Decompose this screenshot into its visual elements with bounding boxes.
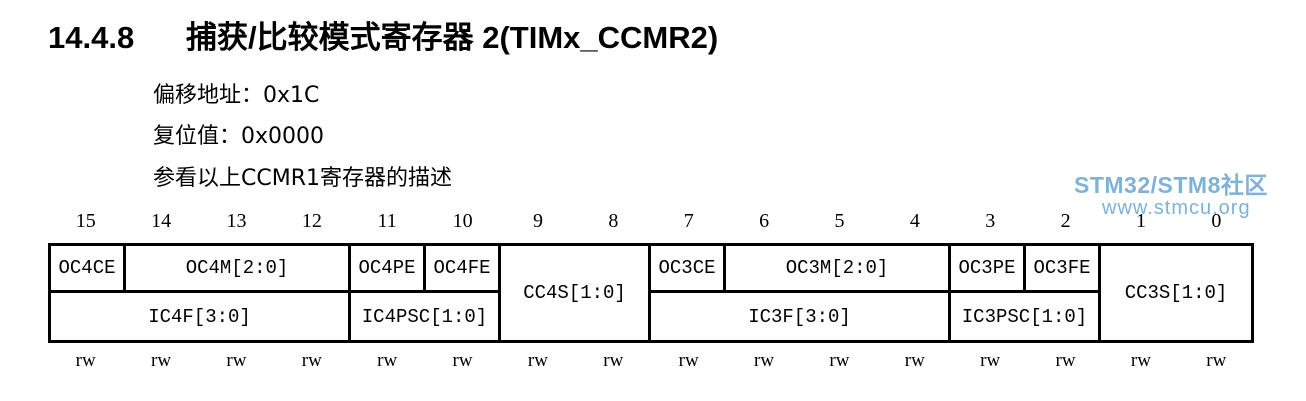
access-type: rw [452,350,473,371]
watermark-brand: STM32/STM8社区 [1074,172,1268,198]
section-heading: 14.4.8 捕获/比较模式寄存器 2(TIMx_CCMR2) [48,18,718,58]
access-type: rw [1130,350,1151,371]
bit-number: 2 [1060,210,1071,232]
bit-number: 14 [151,210,172,232]
bit-number: 1 [1135,210,1146,232]
bit-number: 3 [985,210,996,232]
bit-number: 8 [608,210,619,232]
bit-number: 6 [759,210,770,232]
access-type: rw [75,350,96,371]
access-type: rw [151,350,172,371]
description-note: 参看以上CCMR1寄存器的描述 [153,166,452,191]
access-type: rw [377,350,398,371]
field-oc3pe: OC3PE [951,246,1026,293]
bit-number: 4 [909,210,920,232]
register-bitfield-table: OC4CE OC4M[2:0] OC4PE OC4FE CC4S[1:0] OC… [48,243,1254,343]
access-type: rw [301,350,322,371]
bit-number: 15 [75,210,96,232]
field-cc3s: CC3S[1:0] [1124,282,1228,304]
field-cc4s: CC4S[1:0] [501,246,651,340]
field-ic3psc: IC3PSC[1:0] [951,293,1101,340]
access-type: rw [226,350,247,371]
watermark-url: www.stmcu.org [1102,197,1251,219]
field-oc4ce: OC4CE [51,246,126,293]
field-oc3m: OC3M[2:0] [726,246,951,293]
bit-number: 10 [452,210,473,232]
field-oc4fe: OC4FE [426,246,501,293]
field-ic4psc: IC4PSC[1:0] [351,293,501,340]
watermark: STM32/STM8社区 www.stmcu.org [1074,172,1268,218]
bit-number-row: 15 14 13 12 11 10 9 8 7 6 5 4 3 2 1 0 [48,208,1254,234]
field-oc3fe: OC3FE [1026,246,1101,293]
access-type: rw [829,350,850,371]
access-type: rw [1206,350,1227,371]
access-type: rw [904,350,925,371]
field-oc4m: OC4M[2:0] [126,246,351,293]
access-type: rw [754,350,775,371]
bit-number: 7 [683,210,694,232]
access-type: rw [603,350,624,371]
section-number: 14.4.8 [48,20,135,55]
bit-number: 13 [226,210,247,232]
bit-number: 11 [377,210,397,232]
field-ic4f: IC4F[3:0] [51,293,351,340]
access-row: rw rw rw rw rw rw rw rw rw rw rw rw rw r… [48,348,1254,374]
bit-number: 5 [834,210,845,232]
reset-value: 复位值：0x0000 [153,124,325,149]
field-oc3ce: OC3CE [651,246,726,293]
offset-address: 偏移地址：0x1C [153,83,320,108]
access-type: rw [1055,350,1076,371]
field-oc4pe: OC4PE [351,246,426,293]
access-type: rw [678,350,699,371]
access-type: rw [980,350,1001,371]
bit-number: 12 [301,210,322,232]
bit-number: 9 [532,210,543,232]
field-ic3f: IC3F[3:0] [651,293,951,340]
access-type: rw [527,350,548,371]
section-title: 捕获/比较模式寄存器 2(TIMx_CCMR2) [186,20,719,55]
bit-number: 0 [1211,210,1222,232]
